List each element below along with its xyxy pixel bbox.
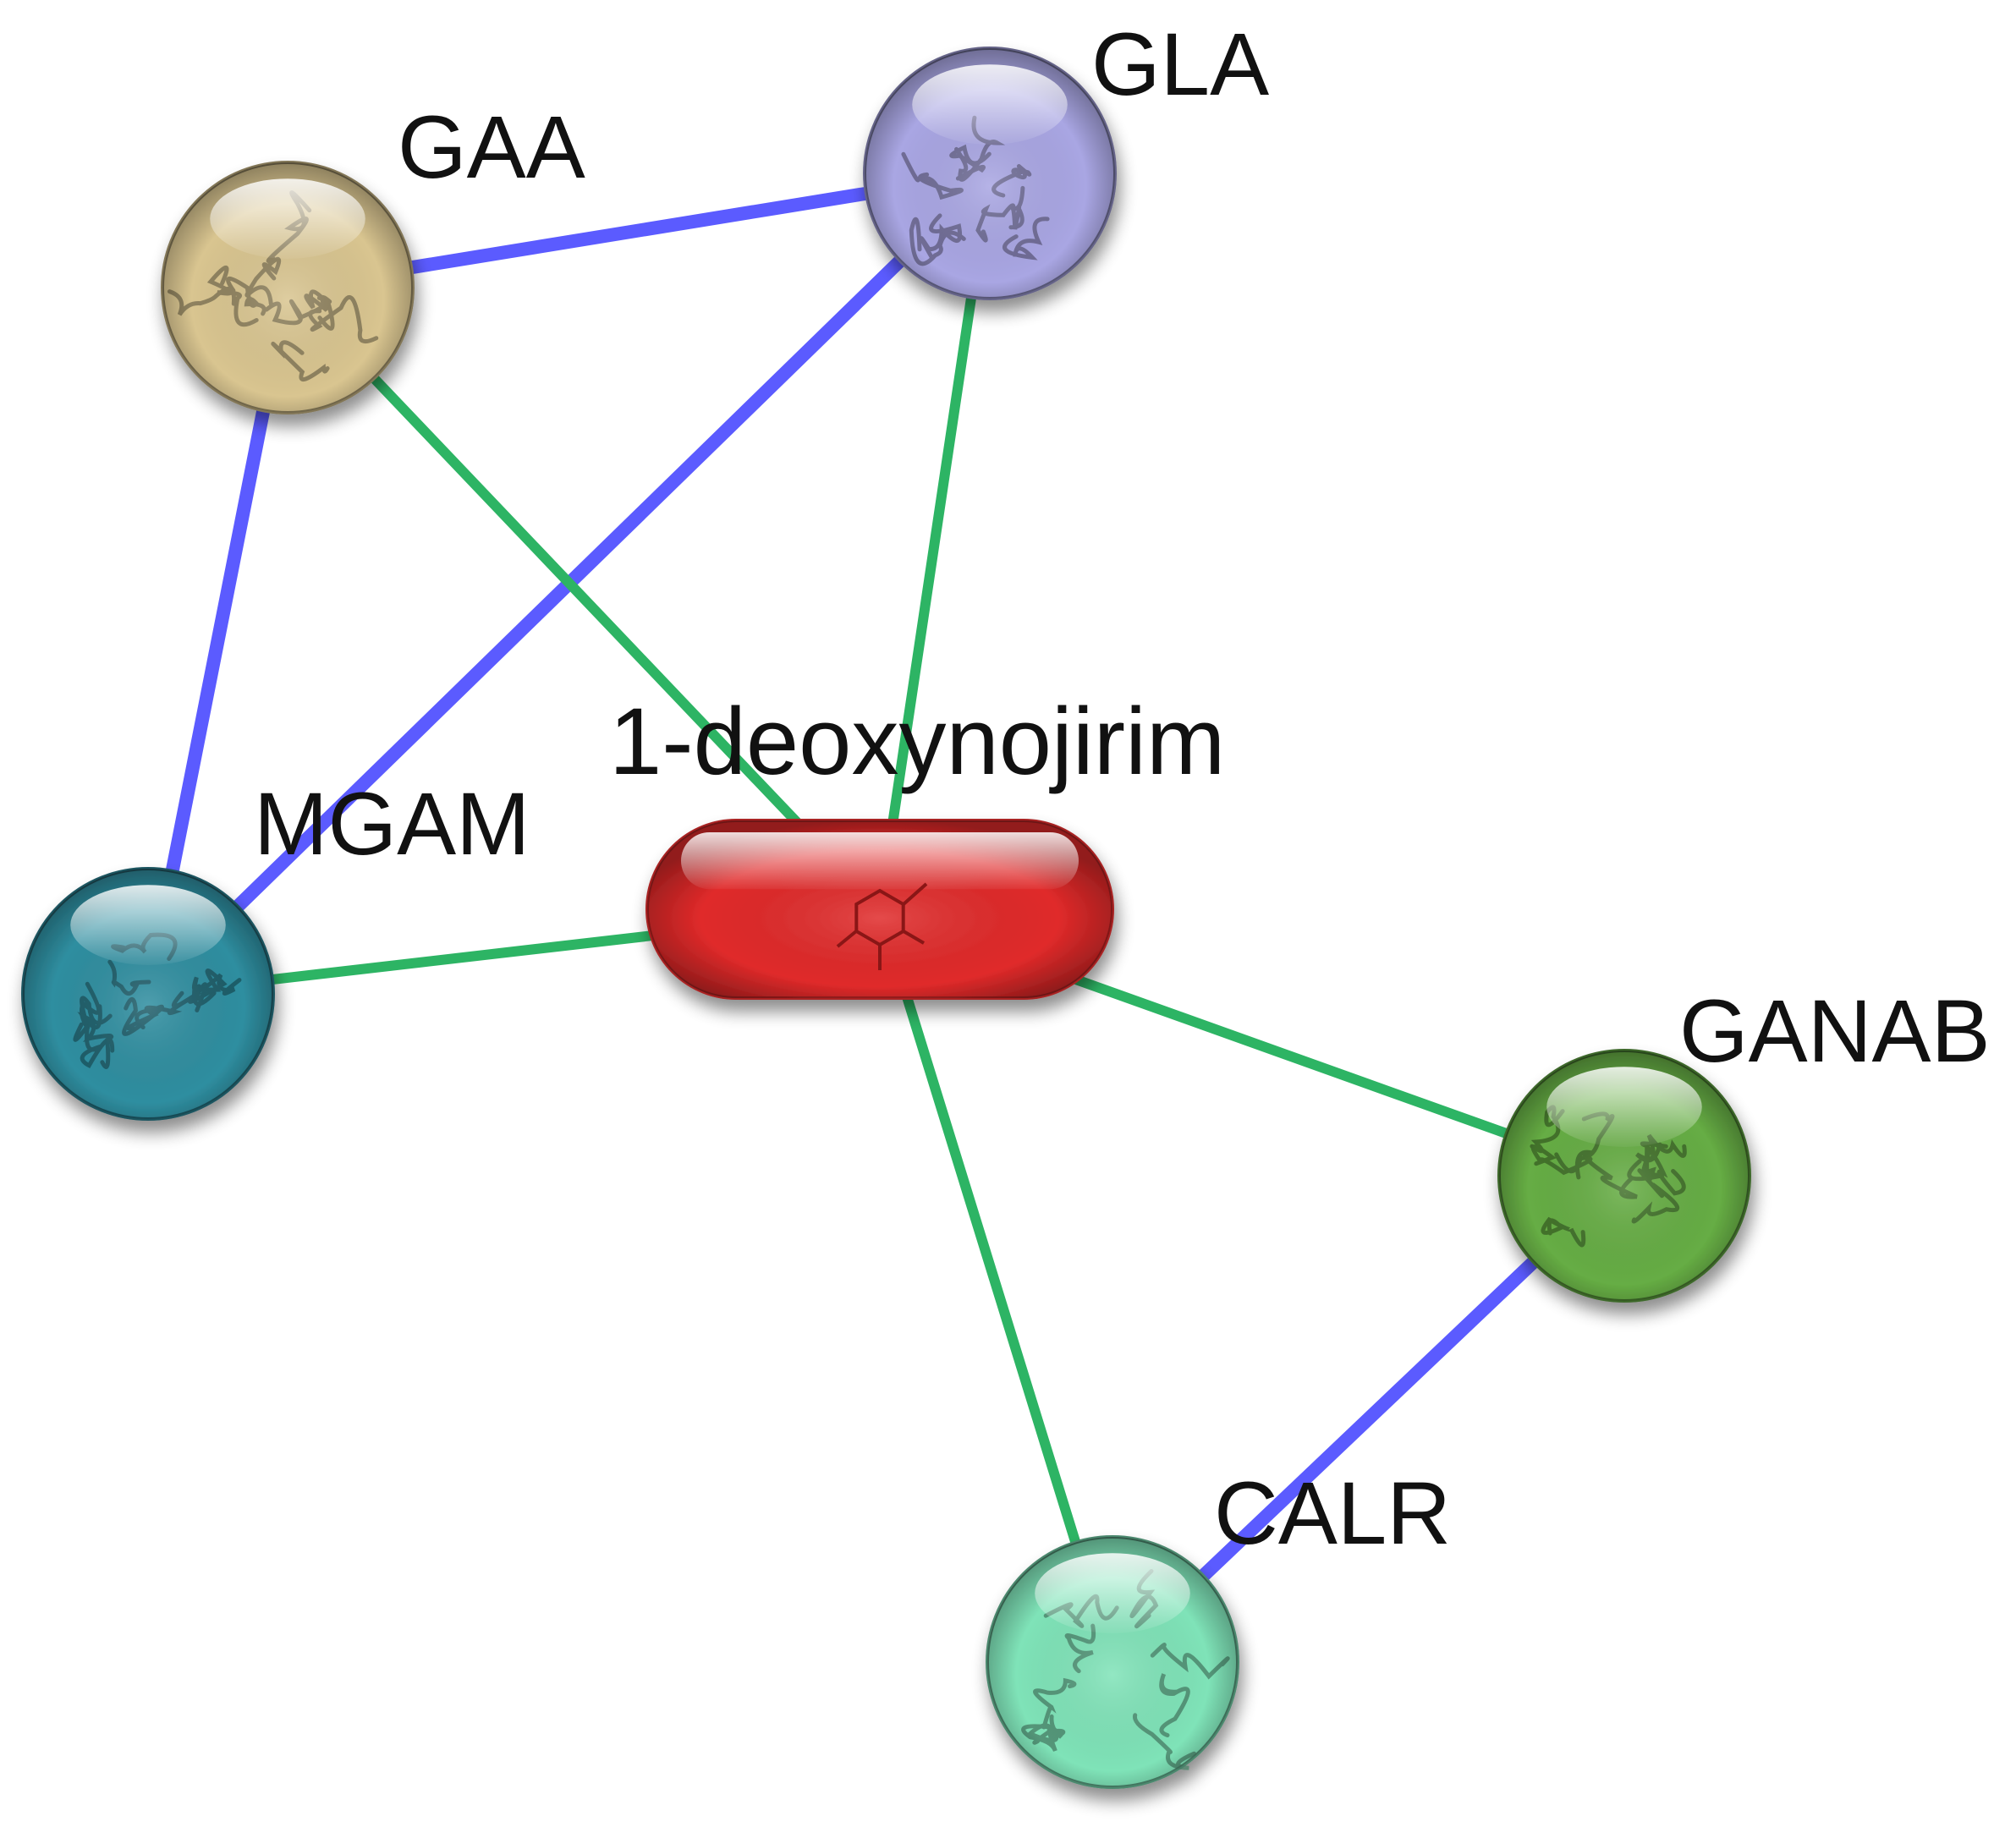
sphere-gloss: [912, 64, 1068, 145]
sphere-gloss: [1035, 1553, 1190, 1633]
node-label-ganab: GANAB: [1679, 982, 1991, 1081]
node-gaa[interactable]: [161, 161, 415, 414]
nodes-layer: [21, 47, 1751, 1789]
edge-dnj-calr[interactable]: [875, 904, 1118, 1667]
edge-gaa-dnj[interactable]: [283, 283, 885, 914]
node-gla[interactable]: [863, 47, 1117, 300]
node-label-mgam: MGAM: [254, 775, 530, 874]
node-label-gla: GLA: [1091, 15, 1269, 114]
sphere-gloss: [1546, 1067, 1702, 1147]
node-calr[interactable]: [986, 1535, 1239, 1789]
sphere-gloss: [70, 885, 226, 965]
node-mgam[interactable]: [21, 867, 275, 1121]
pill-gloss: [681, 832, 1079, 890]
node-dnj[interactable]: [645, 819, 1114, 1000]
node-ganab[interactable]: [1497, 1049, 1751, 1303]
node-label-calr: CALR: [1214, 1464, 1451, 1563]
node-label-dnj: 1-deoxynojirim: [609, 689, 1225, 794]
chemical-structure-icon: [836, 882, 928, 970]
sphere-gloss: [210, 178, 365, 259]
node-label-gaa: GAA: [398, 98, 585, 197]
